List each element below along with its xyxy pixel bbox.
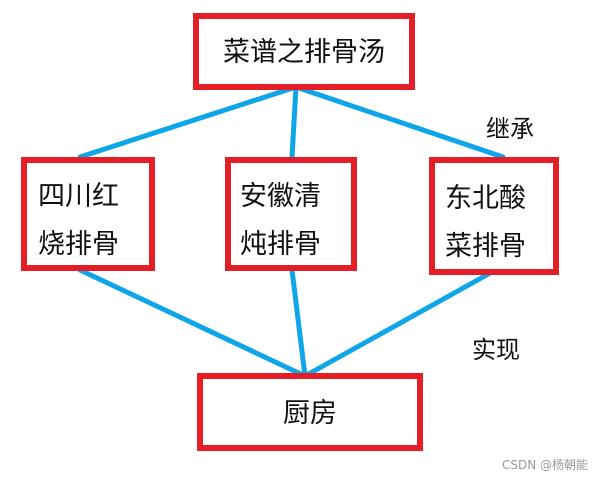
node-sichuan-line1: 四川红 [38,181,119,212]
connector-sichuan-to-kitchen [77,267,308,379]
connector-dongbei-to-kitchen [302,269,495,379]
node-dongbei-line1: 东北酸 [445,183,526,214]
node-sichuan-line2: 烧排骨 [38,229,119,260]
node-dongbei-line2: 菜排骨 [445,231,526,262]
node-anhui-border [225,157,357,271]
inherit-label: 继承 [486,115,534,143]
node-base-recipe: 菜谱之排骨汤 [193,13,415,90]
node-dongbei-border [429,157,559,275]
node-anhui: 安徽清 炖排骨 [225,157,357,271]
connector-base-to-dongbei [293,84,506,160]
watermark: CSDN @杨朝能 [501,458,588,472]
implement-label: 实现 [472,336,520,364]
node-anhui-line1: 安徽清 [240,181,321,212]
node-dongbei: 东北酸 菜排骨 [429,157,559,275]
node-anhui-line2: 炖排骨 [240,229,321,260]
node-kitchen-border [197,373,423,451]
inheritance-connectors [77,84,506,160]
node-base-recipe-border [193,13,415,90]
node-kitchen-label: 厨房 [283,398,337,429]
connector-base-to-sichuan [77,84,299,160]
node-sichuan-border [21,157,155,271]
node-sichuan: 四川红 烧排骨 [21,157,155,271]
implementation-connectors [77,267,495,379]
node-base-recipe-label: 菜谱之排骨汤 [223,37,385,68]
node-kitchen: 厨房 [197,373,423,451]
connector-anhui-to-kitchen [289,267,308,379]
connector-base-to-anhui [289,84,299,160]
